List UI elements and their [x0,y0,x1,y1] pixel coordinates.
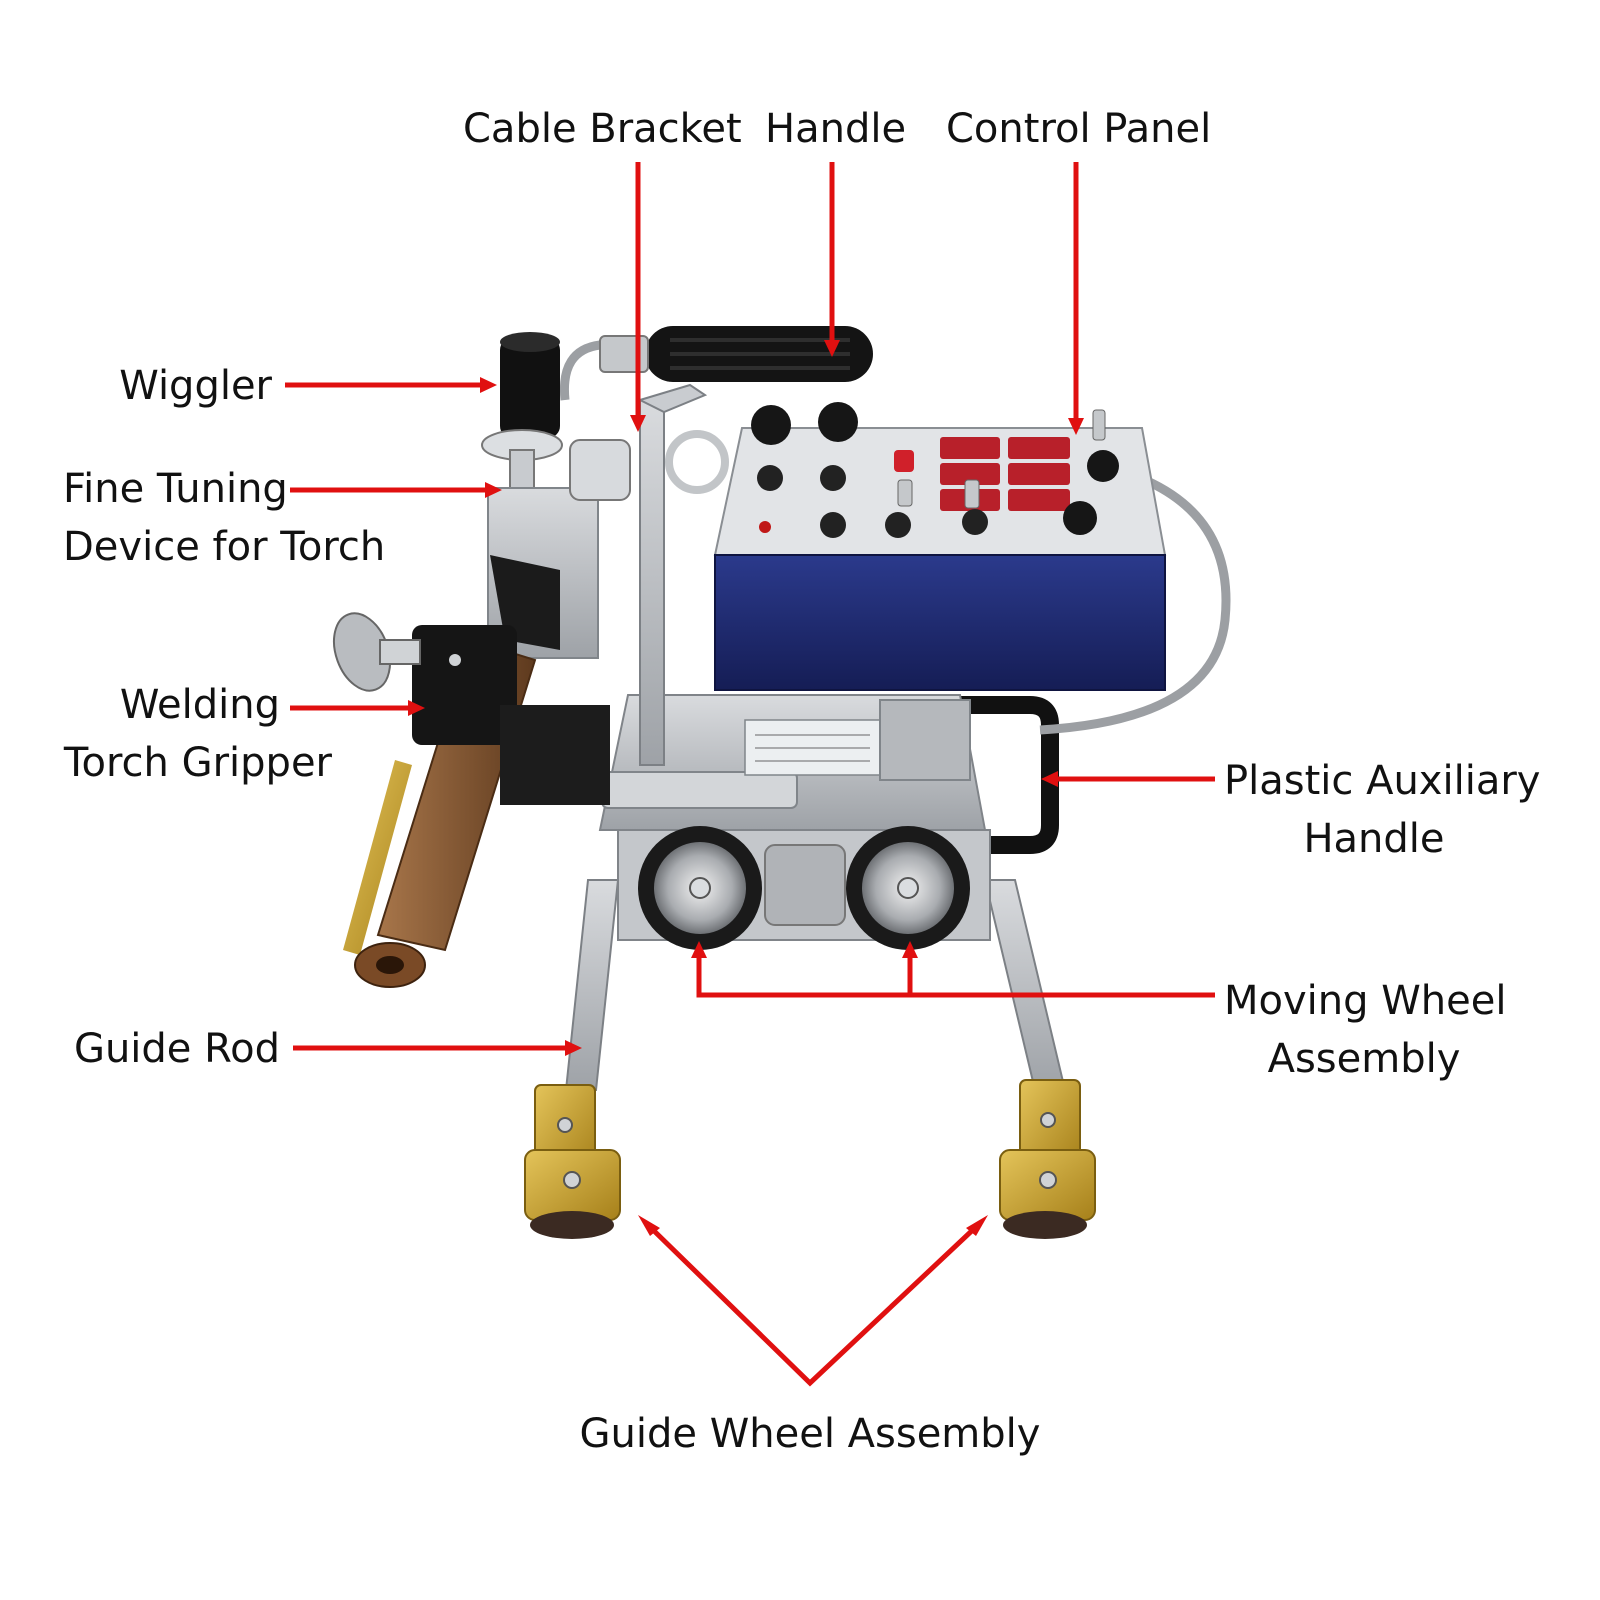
label-guide-wheel-assembly: Guide Wheel Assembly [579,1411,1041,1457]
wiggler [500,332,560,438]
label-welding-torch-gripper: Welding Torch Gripper [40,676,332,792]
welding-torch-gripper [332,612,610,805]
cable-bracket [637,383,729,766]
label-fine-tuning-line1: Fine Tuning [63,466,288,512]
label-plastic-auxiliary-handle: Plastic Auxiliary Handle [1224,752,1541,868]
moving-wheel-right [846,826,970,950]
cable [559,340,1231,735]
guide-wheel-left [524,1084,621,1239]
top-handle [599,326,873,382]
label-fine-tuning-device: Fine Tuning Device for Torch [63,460,385,576]
guide-rod-left [564,879,620,1091]
annotation-arrowheads [408,340,1084,1236]
fine-tuning-device [481,429,631,659]
label-moving-line2: Assembly [1267,1036,1461,1082]
moving-wheel-center-hub [764,844,846,926]
label-moving-line1: Moving Wheel [1224,978,1507,1024]
label-welding-line2: Torch Gripper [63,740,332,786]
label-welding-line1: Welding [119,682,280,728]
guide-wheel-right [999,1079,1096,1239]
annotation-arrows [285,162,1215,1387]
guide-rod-right [983,879,1067,1091]
moving-wheel-left [638,826,762,950]
label-control-panel: Control Panel [946,106,1212,152]
arrow-guide-wheel [646,1223,980,1387]
label-cable-bracket: Cable Bracket [463,106,742,152]
label-guide-rod: Guide Rod [73,1026,280,1072]
label-handle: Handle [765,106,907,152]
control-panel [713,402,1167,691]
label-fine-tuning-line2: Device for Torch [63,524,386,570]
label-plastic-line2: Handle [1303,816,1445,862]
label-wiggler: Wiggler [119,363,272,409]
arrow-moving-wheel [696,958,1215,998]
label-moving-wheel-assembly: Moving Wheel Assembly [1224,972,1507,1088]
label-plastic-line1: Plastic Auxiliary [1224,758,1541,804]
